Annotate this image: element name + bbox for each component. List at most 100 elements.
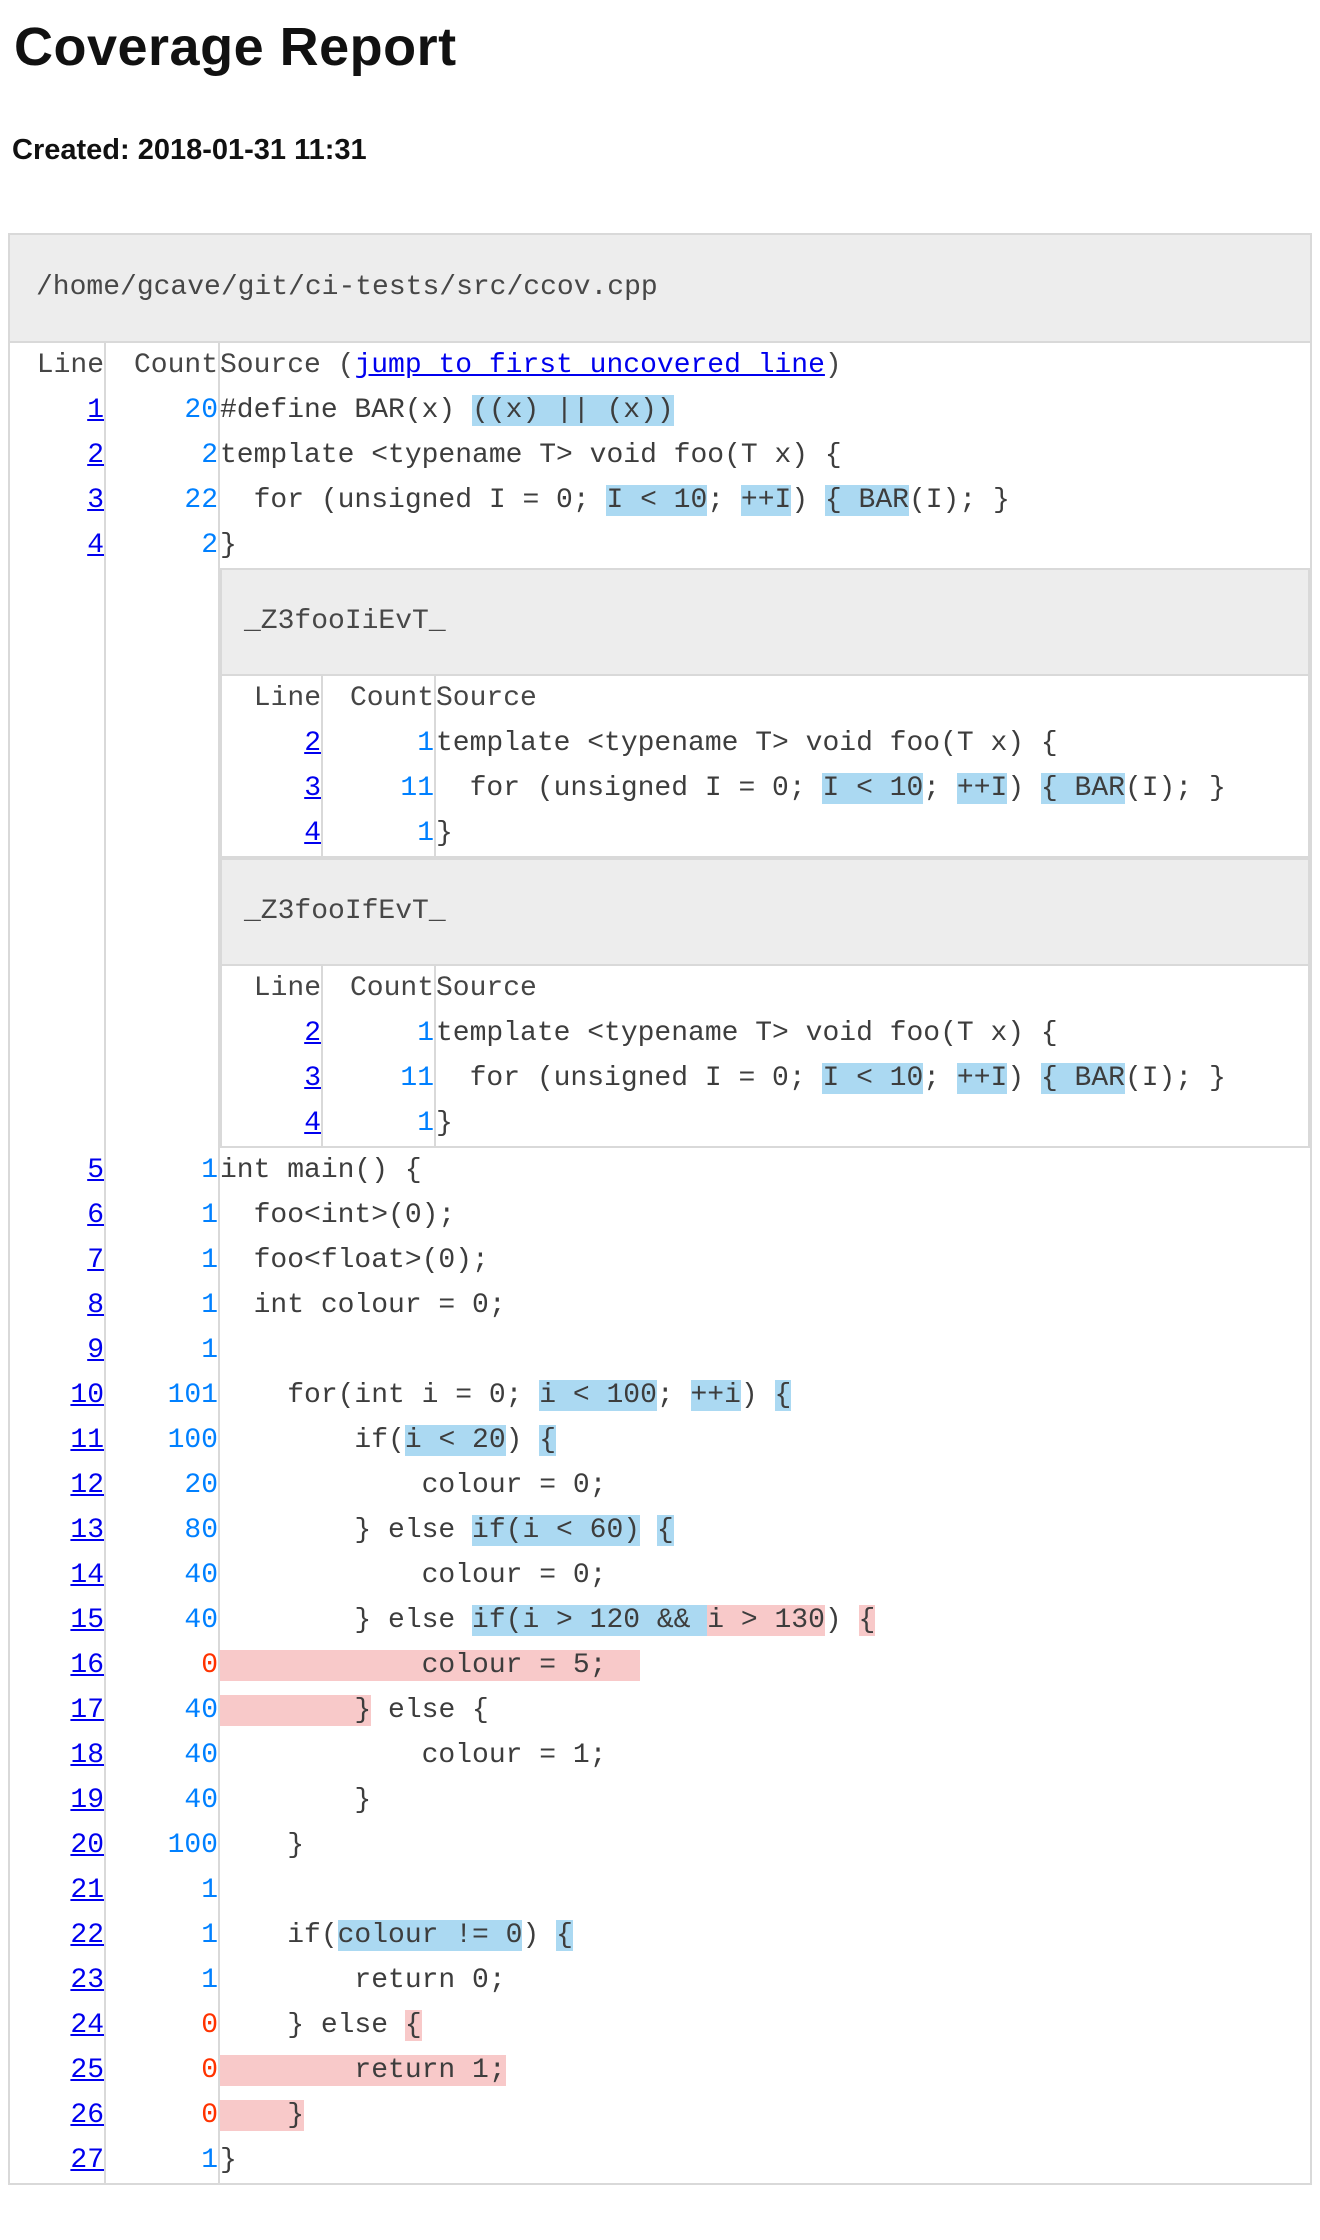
line-number-link[interactable]: 9 (87, 1335, 104, 1366)
line-number-link[interactable]: 19 (70, 1785, 104, 1816)
covered-count: 20 (184, 1470, 218, 1501)
jump-to-uncovered-link[interactable]: jump to first uncovered line (354, 350, 825, 381)
line-number-link[interactable]: 22 (70, 1920, 104, 1951)
line-number-link[interactable]: 10 (70, 1380, 104, 1411)
covered-count: 1 (201, 1335, 218, 1366)
column-header-source: Source (436, 973, 537, 1004)
covered-count: 22 (184, 485, 218, 516)
line-number-link[interactable]: 15 (70, 1605, 104, 1636)
count-cell: 20 (105, 388, 220, 433)
count-cell: 1 (322, 1011, 436, 1056)
line-number-link[interactable]: 2 (304, 728, 321, 759)
covered-region: ++i (690, 1380, 741, 1411)
covered-count: 1 (201, 1875, 218, 1906)
covered-count: 40 (184, 1605, 218, 1636)
line-number-link[interactable]: 4 (87, 530, 104, 561)
source-code-line: colour = 0; (219, 1553, 1310, 1598)
count-cell: 1 (105, 1328, 220, 1373)
line-number-link[interactable]: 16 (70, 1650, 104, 1681)
line-number-link[interactable]: 12 (70, 1470, 104, 1501)
line-number-link[interactable]: 7 (87, 1245, 104, 1276)
line-number-link[interactable]: 17 (70, 1695, 104, 1726)
count-cell: 1 (105, 1283, 220, 1328)
code-text: template <typename T> void foo(T x) { (436, 1018, 1058, 1049)
count-cell: 0 (105, 2003, 220, 2048)
line-number-link[interactable]: 24 (70, 2010, 104, 2041)
source-code-line: } (219, 2093, 1310, 2138)
line-number-link[interactable]: 14 (70, 1560, 104, 1591)
line-number-link[interactable]: 4 (304, 818, 321, 849)
created-date: Created: 2018-01-31 11:31 (12, 134, 367, 166)
line-number-link[interactable]: 21 (70, 1875, 104, 1906)
line-number-cell: 3 (222, 766, 323, 811)
covered-count: 1 (417, 1108, 434, 1139)
count-cell: 40 (105, 1778, 220, 1823)
source-code-line: for (unsigned I = 0; I < 10; ++I) { BAR(… (219, 478, 1310, 523)
function-name: _Z3fooIiEvT_ (222, 570, 1308, 676)
covered-count: 20 (184, 395, 218, 426)
count-cell: 100 (105, 1823, 220, 1868)
line-number-link[interactable]: 27 (70, 2145, 104, 2176)
line-number-link[interactable]: 26 (70, 2100, 104, 2131)
covered-region: { (556, 1920, 573, 1951)
line-number-link[interactable]: 3 (304, 1063, 321, 1094)
line-number-link[interactable]: 5 (87, 1155, 104, 1186)
line-number-link[interactable]: 18 (70, 1740, 104, 1771)
count-cell: 0 (105, 2093, 220, 2138)
source-code-line: } (219, 2138, 1310, 2183)
line-number-link[interactable]: 23 (70, 1965, 104, 1996)
line-number-link[interactable]: 25 (70, 2055, 104, 2086)
count-cell: 20 (105, 1463, 220, 1508)
code-text: template <typename T> void foo(T x) { (220, 440, 842, 471)
coverage-table: Line Count Source (jump to first uncover… (10, 343, 1310, 2183)
line-number-link[interactable]: 3 (87, 485, 104, 516)
covered-region: { (774, 1380, 792, 1411)
line-number-link[interactable]: 11 (70, 1425, 104, 1456)
source-code-line: } (219, 1778, 1310, 1823)
line-number-link[interactable]: 6 (87, 1200, 104, 1231)
line-number-cell: 21 (10, 1868, 106, 1913)
code-text (640, 1515, 657, 1546)
line-number-link[interactable]: 20 (70, 1830, 104, 1861)
source-code-line: template <typename T> void foo(T x) { (435, 1011, 1308, 1056)
line-number-link[interactable]: 3 (304, 773, 321, 804)
code-text: if( (220, 1920, 338, 1951)
code-text: ) (522, 1920, 557, 1951)
covered-count: 11 (400, 1063, 434, 1094)
covered-region: if(i < 60) (472, 1515, 641, 1546)
covered-count: 100 (167, 1425, 218, 1456)
count-cell: 1 (105, 1193, 220, 1238)
line-number-link[interactable]: 13 (70, 1515, 104, 1546)
line-number-link[interactable]: 4 (304, 1108, 321, 1139)
empty-line-cell (10, 568, 106, 858)
line-number-cell: 11 (10, 1418, 106, 1463)
covered-count: 40 (184, 1560, 218, 1591)
line-number-link[interactable]: 1 (87, 395, 104, 426)
covered-count: 1 (417, 818, 434, 849)
code-text: } (220, 530, 237, 561)
line-number-link[interactable]: 8 (87, 1290, 104, 1321)
line-number-cell: 27 (10, 2138, 106, 2183)
covered-count: 40 (184, 1785, 218, 1816)
code-text: colour = 0; (220, 1560, 607, 1591)
line-number-link[interactable]: 2 (87, 440, 104, 471)
covered-region: ++I (956, 773, 1008, 804)
line-number-link[interactable]: 2 (304, 1018, 321, 1049)
uncovered-count: 0 (201, 2010, 218, 2041)
